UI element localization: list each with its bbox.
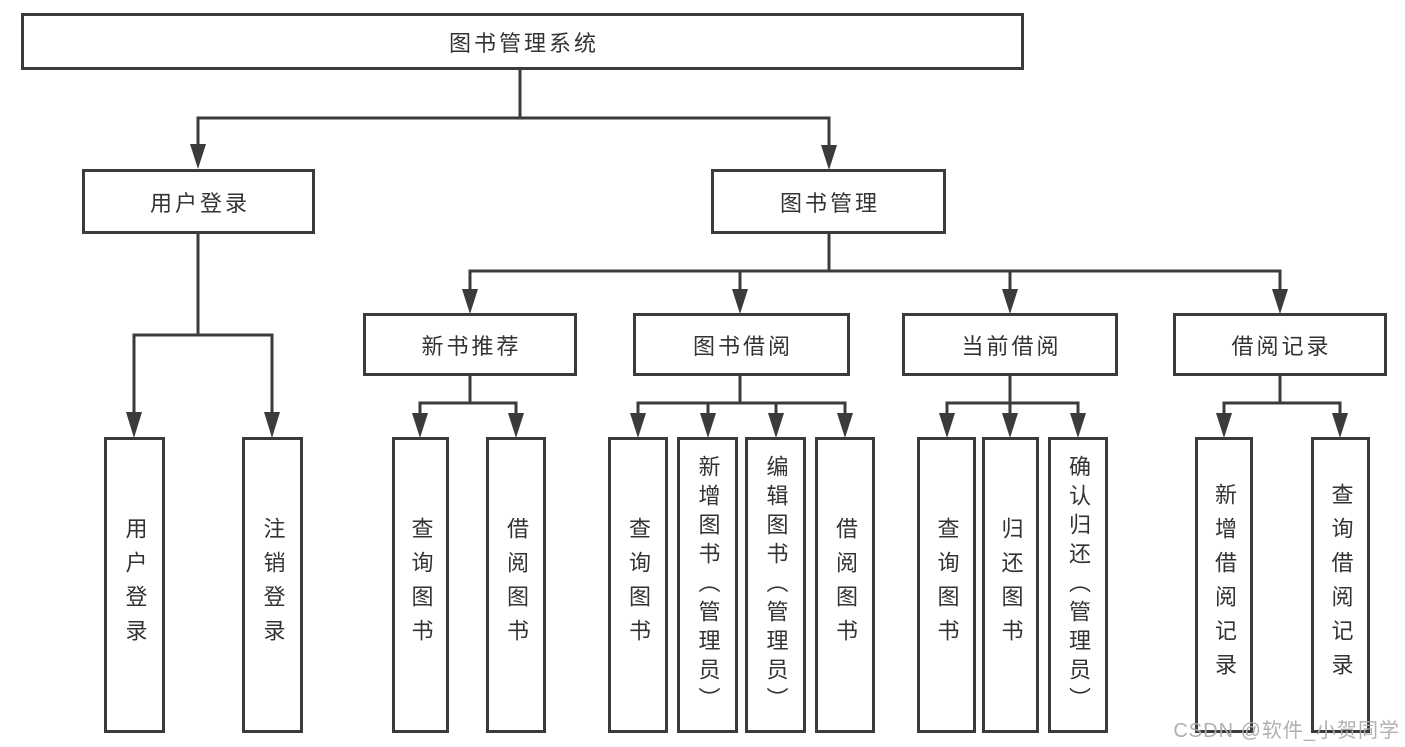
node-new-book-recommend-label: 新书推荐 [421, 333, 522, 359]
leaf-current-query-books-label: 查询图书 [934, 517, 960, 653]
leaf-add-borrow-record-label: 新增借阅记录 [1212, 483, 1237, 687]
node-book-borrow-label: 图书借阅 [692, 333, 793, 359]
leaf-return-books: 归还图书 [982, 437, 1039, 733]
csdn-watermark: CSDN @软件_小贺同学 [1173, 720, 1400, 742]
leaf-user-login: 用户登录 [104, 437, 165, 733]
node-user-login: 用户登录 [82, 169, 315, 234]
leaf-borrow-query-books: 查询图书 [608, 437, 668, 733]
node-current-borrow: 当前借阅 [902, 313, 1118, 376]
leaf-borrow-books: 借阅图书 [815, 437, 875, 733]
leaf-recommend-query-books: 查询图书 [392, 437, 449, 733]
leaf-recommend-query-books-label: 查询图书 [408, 517, 434, 653]
leaf-confirm-return-admin-label: 确认归还（管理员） [1066, 454, 1091, 716]
node-library-management-system-label: 图书管理系统 [448, 30, 599, 56]
node-book-management-label: 图书管理 [779, 190, 880, 216]
leaf-edit-books-admin-label: 编辑图书（管理员） [763, 454, 789, 716]
leaf-borrow-query-books-label: 查询图书 [626, 517, 651, 653]
leaf-edit-books-admin: 编辑图书（管理员） [745, 437, 806, 733]
leaf-add-books-admin: 新增图书（管理员） [677, 437, 738, 733]
leaf-add-borrow-record: 新增借阅记录 [1195, 437, 1253, 733]
node-borrow-records: 借阅记录 [1173, 313, 1387, 376]
arrowheads [126, 144, 1348, 438]
node-borrow-records-label: 借阅记录 [1231, 333, 1332, 359]
leaf-add-books-admin-label: 新增图书（管理员） [695, 454, 721, 716]
leaf-confirm-return-admin: 确认归还（管理员） [1048, 437, 1108, 733]
node-book-borrow: 图书借阅 [633, 313, 850, 376]
node-user-login-label: 用户登录 [149, 190, 250, 216]
leaf-current-query-books: 查询图书 [917, 437, 976, 733]
node-new-book-recommend: 新书推荐 [363, 313, 577, 376]
leaf-borrow-books-label: 借阅图书 [833, 517, 858, 653]
leaf-query-borrow-record-label: 查询借阅记录 [1328, 483, 1354, 687]
leaf-recommend-borrow-books-label: 借阅图书 [504, 517, 529, 653]
leaf-query-borrow-record: 查询借阅记录 [1311, 437, 1370, 733]
leaf-logout: 注销登录 [242, 437, 303, 733]
node-current-borrow-label: 当前借阅 [961, 333, 1062, 359]
leaf-user-login-label: 用户登录 [122, 517, 148, 653]
leaf-logout-label: 注销登录 [260, 517, 286, 653]
node-book-management: 图书管理 [711, 169, 946, 234]
leaf-recommend-borrow-books: 借阅图书 [486, 437, 546, 733]
leaf-return-books-label: 归还图书 [998, 517, 1024, 653]
node-library-management-system: 图书管理系统 [21, 13, 1024, 70]
